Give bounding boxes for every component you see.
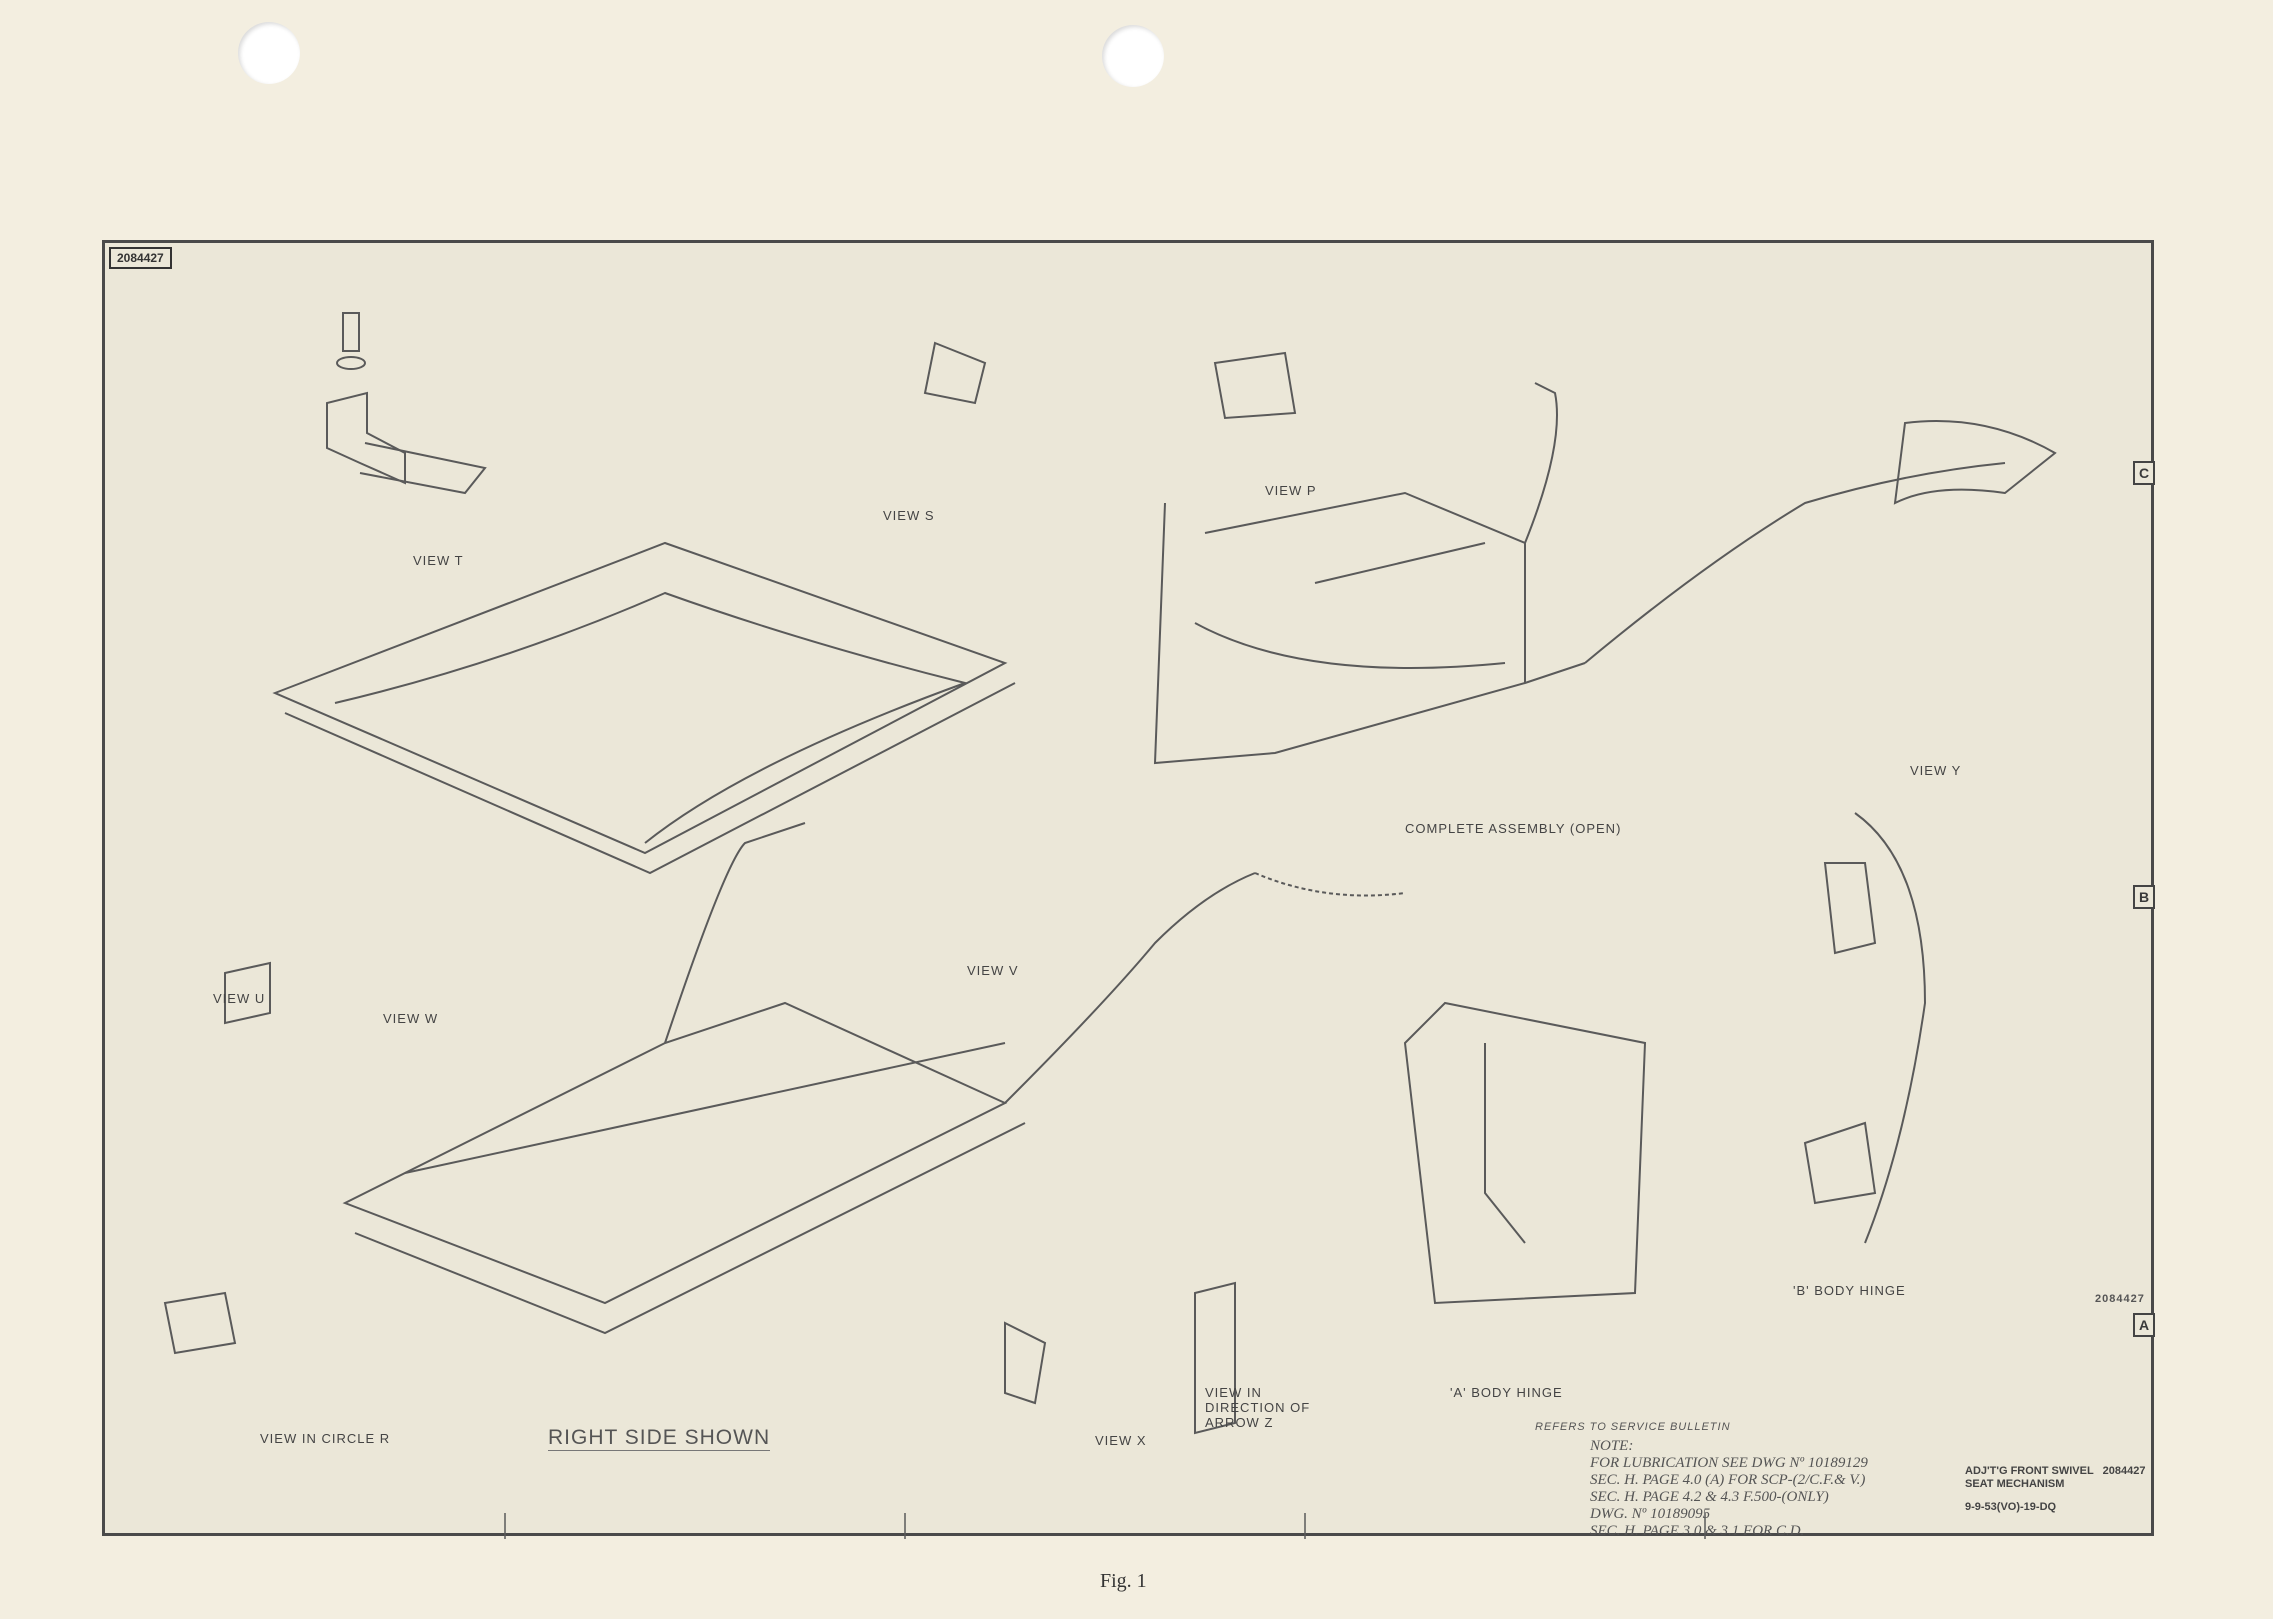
view-t-bracket <box>326 312 487 495</box>
seat-track-frame-lower <box>342 822 1406 1335</box>
side-drawing-number: 2084427 <box>2095 1293 2145 1305</box>
lever-view-x <box>1004 1321 1047 1405</box>
note-line: FOR LUBRICATION SEE DWG Nº 10189129 <box>1590 1455 1868 1471</box>
view-v-label: VIEW V <box>967 963 1019 978</box>
hinge-view-z <box>1194 1281 1236 1435</box>
view-y-label: VIEW Y <box>1910 763 1962 778</box>
drawing-sheet: 2084427 <box>102 240 2155 1539</box>
view-t-label: VIEW T <box>413 553 464 568</box>
note-heading: NOTE: <box>1590 1438 1634 1454</box>
view-u-label: VIEW U <box>213 991 266 1006</box>
view-circle-r-label: VIEW IN CIRCLE R <box>260 1431 391 1446</box>
b-body-hinge-label: 'B' BODY HINGE <box>1793 1283 1906 1298</box>
title-block: ADJ'T'G FRONT SWIVEL 2084427 SEAT MECHAN… <box>1965 1465 2145 1514</box>
zone-c: C <box>2133 461 2155 485</box>
complete-assembly <box>1153 382 2057 765</box>
title-number: 2084427 <box>2102 1465 2146 1477</box>
body-hinge-assembly <box>1403 812 1927 1305</box>
lubrication-note: NOTE: FOR LUBRICATION SEE DWG Nº 1018912… <box>1590 1438 1868 1540</box>
note-line: SEC. H. PAGE 4.2 & 4.3 F.500-(ONLY) <box>1590 1489 1829 1505</box>
mechanism-drawing <box>163 312 2057 1539</box>
plate-view-s <box>923 341 987 405</box>
note-line: SEC. H. PAGE 3.0 & 3.1 FOR C.D. <box>1590 1523 1805 1539</box>
view-arrow-z-label: VIEW IN DIRECTION OF ARROW Z <box>1205 1385 1311 1430</box>
view-w-label: VIEW W <box>383 1011 439 1026</box>
binder-hole-center <box>1102 25 1164 87</box>
note-line: SEC. H. PAGE 4.0 (A) FOR SCP-(2/C.F.& V.… <box>1590 1472 1866 1488</box>
figure-caption: Fig. 1 <box>1100 1570 1147 1592</box>
bracket-circle-r <box>163 1291 237 1355</box>
seat-frame-upper <box>272 541 1016 875</box>
zone-ticks <box>504 1513 1706 1539</box>
bracket-view-u <box>224 961 271 1025</box>
view-s-label: VIEW S <box>883 508 935 523</box>
zone-b: B <box>2133 885 2155 909</box>
view-x-label: VIEW X <box>1095 1433 1147 1448</box>
drawing-number: 2084427 <box>109 247 172 269</box>
zone-a: A <box>2133 1313 2155 1337</box>
bracket-view-p <box>1213 351 1297 420</box>
right-side-shown-caption: RIGHT SIDE SHOWN <box>548 1426 771 1451</box>
service-bulletin-legend: REFERS TO SERVICE BULLETIN <box>1535 1421 1731 1433</box>
view-p-label: VIEW P <box>1265 483 1317 498</box>
binder-hole-left <box>238 22 300 84</box>
title-code: 9-9-53(VO)-19-DQ <box>1965 1501 2057 1513</box>
a-body-hinge-label: 'A' BODY HINGE <box>1450 1385 1563 1400</box>
title-line-1: ADJ'T'G FRONT SWIVEL <box>1965 1465 2094 1477</box>
complete-assembly-label: COMPLETE ASSEMBLY (OPEN) <box>1405 821 1622 836</box>
note-line: DWG. Nº 10189095 <box>1590 1506 1711 1522</box>
title-line-2: SEAT MECHANISM <box>1965 1478 2065 1490</box>
